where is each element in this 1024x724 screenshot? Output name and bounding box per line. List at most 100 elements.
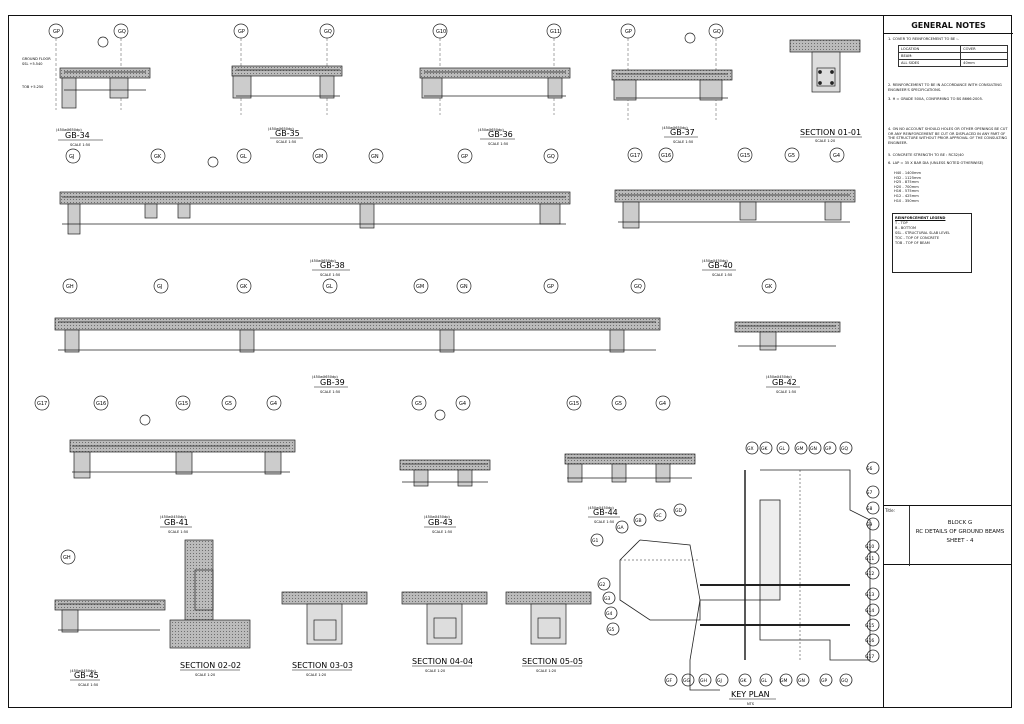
lap-item: H32 - 1125mm	[894, 175, 922, 180]
grid-gp-1: GP	[53, 29, 60, 35]
gb36-label: GB-36	[488, 130, 513, 139]
note-1: 1. COVER TO REINFORCEMENT TO BE :-	[888, 37, 959, 41]
grid-g4-2: G4	[833, 153, 840, 159]
note-2: 2. REINFORCEMENT TO BE IN ACCORDANCE WIT…	[888, 83, 1002, 92]
gb39-label: GB-39	[320, 378, 345, 387]
gb40-label: GB-40	[708, 261, 733, 270]
grid-gj-2: GJ	[69, 154, 74, 160]
lap-item: H16 - 575mm	[894, 189, 919, 194]
kp-grid-gg: GG	[683, 678, 690, 684]
section-04-label: SECTION 04-04	[412, 657, 473, 666]
section-01-scale: SCALE 1:20	[815, 139, 835, 143]
title-block: Title: BLOCK G RC DETAILS OF GROUND BEAM…	[883, 505, 1012, 566]
section-02-label: SECTION 02-02	[180, 661, 241, 670]
grid-g10: G10	[436, 29, 446, 35]
gb34-ssl: SSL +5.540	[22, 62, 42, 66]
title-line-3: SHEET - 4	[946, 538, 974, 544]
kp-grid-gl-top: GL	[779, 446, 785, 452]
grid-gk-4: GK	[765, 284, 773, 290]
gb34-tob: TOB +5.250	[21, 85, 43, 89]
notes-title: GENERAL NOTES	[911, 21, 986, 30]
lap-item: H10 - 350mm	[894, 198, 919, 203]
grid-gq-1: GQ	[118, 29, 126, 35]
grid-g16-2: G16	[661, 153, 671, 159]
kp-grid-gl-bottom: GL	[761, 678, 767, 684]
gb43-label: GB-43	[428, 518, 453, 527]
grid-g5-5: G5	[415, 401, 422, 407]
kp-grid-g9: G9	[866, 522, 872, 528]
kp-grid-gj: GJ	[717, 678, 722, 684]
gb43-size: (450wX450dp)	[424, 515, 450, 519]
kp-grid-gm-bottom: GM	[780, 678, 787, 684]
gb41-detail	[34, 395, 296, 479]
kp-grid-gc: GC	[655, 513, 662, 519]
kp-grid-g7: G7	[866, 490, 872, 496]
gb45-label: GB-45	[74, 671, 99, 680]
grid-gq-2: GQ	[324, 29, 332, 35]
kp-grid-g16: G16	[865, 638, 874, 644]
grid-gm-2: GM	[315, 154, 323, 160]
kp-grid-gn-bottom: GN	[798, 678, 805, 684]
section-01-label: SECTION 01-01	[800, 128, 861, 137]
gb45-scale: SCALE 1:50	[78, 683, 98, 687]
grid-g5-4: G5	[225, 401, 232, 407]
title-line-1: BLOCK G	[947, 520, 973, 526]
grid-gk-2: GK	[154, 154, 162, 160]
grid-g15-4: G15	[178, 401, 188, 407]
cover-cell	[960, 52, 1008, 60]
section-03-detail	[281, 591, 368, 645]
gb37-scale: SCALE 1:50	[673, 140, 693, 144]
gb42-detail	[734, 278, 841, 351]
gb35-scale: SCALE 1:50	[276, 140, 296, 144]
legend-item: TOB - TOP OF BEAM	[895, 241, 930, 245]
note-3: 3. H = GRADE 500A, CONFIRMING TO BS 8666…	[888, 97, 984, 101]
section-02-scale: SCALE 1:20	[195, 673, 215, 677]
gb41-label: GB-41	[164, 518, 189, 527]
gb37-label: GB-37	[670, 128, 695, 137]
grid-gp-3: GP	[625, 29, 632, 35]
kp-grid-gp-bottom: GP	[821, 678, 827, 684]
gb38-label: GB-38	[320, 261, 345, 270]
lap-item: H20 - 700mm	[894, 184, 919, 189]
kp-grid-gq-bottom: GQ	[841, 678, 848, 684]
cover-cell: BEAM:	[897, 52, 962, 60]
grid-gq-4: GQ	[547, 154, 555, 160]
section-05-scale: SCALE 1:20	[536, 669, 556, 673]
lap-item: H40 - 1400mm	[894, 171, 922, 175]
kp-grid-g4: G4	[606, 611, 612, 617]
grid-g5-2: G5	[788, 153, 795, 159]
kp-grid-gf: GF	[666, 678, 672, 684]
legend-item: B - BOTTOM	[895, 226, 916, 230]
kp-grid-g12: G12	[865, 571, 874, 577]
grid-g4-6: G4	[659, 401, 666, 407]
gb41-scale: SCALE 1:50	[168, 530, 188, 534]
kp-grid-gh: GH	[700, 678, 707, 684]
gb34-size: (450wX650dp)	[56, 128, 82, 132]
kp-grid-g13: G13	[865, 592, 874, 598]
grid-gp-5: GP	[547, 284, 554, 290]
kp-grid-g5: G5	[608, 627, 614, 633]
kp-grid-g3: G3	[604, 596, 610, 602]
gb44-detail	[564, 395, 696, 483]
gb38-detail	[59, 148, 571, 235]
gb43-scale: SCALE 1:50	[432, 530, 452, 534]
kp-grid-gm-top: GM	[796, 446, 803, 452]
lap-item: H12 - 425mm	[894, 193, 919, 198]
grid-g16-4: G16	[96, 401, 106, 407]
grid-g11: G11	[550, 29, 560, 35]
gb39-size: (450wX650dp)	[312, 375, 338, 379]
legend-item: SSL - STRUCTURAL SLAB LEVEL	[895, 231, 951, 235]
legend-item: T - TOP	[895, 221, 908, 225]
kp-grid-g14: G14	[865, 608, 874, 614]
gb40-detail	[614, 147, 856, 229]
gb44-scale: SCALE 1:50	[594, 520, 614, 524]
grid-gm-3: GM	[416, 284, 424, 290]
gb40-scale: SCALE 1:50	[712, 273, 732, 277]
kp-grid-g2: G2	[599, 582, 605, 588]
gb36-detail	[419, 23, 571, 115]
grid-gk-3: GK	[240, 284, 248, 290]
gb36-size: (450wX650dp)	[478, 128, 504, 132]
gb44-size: (450wX450dp)	[588, 506, 614, 510]
kp-grid-g10: G10	[865, 544, 874, 550]
